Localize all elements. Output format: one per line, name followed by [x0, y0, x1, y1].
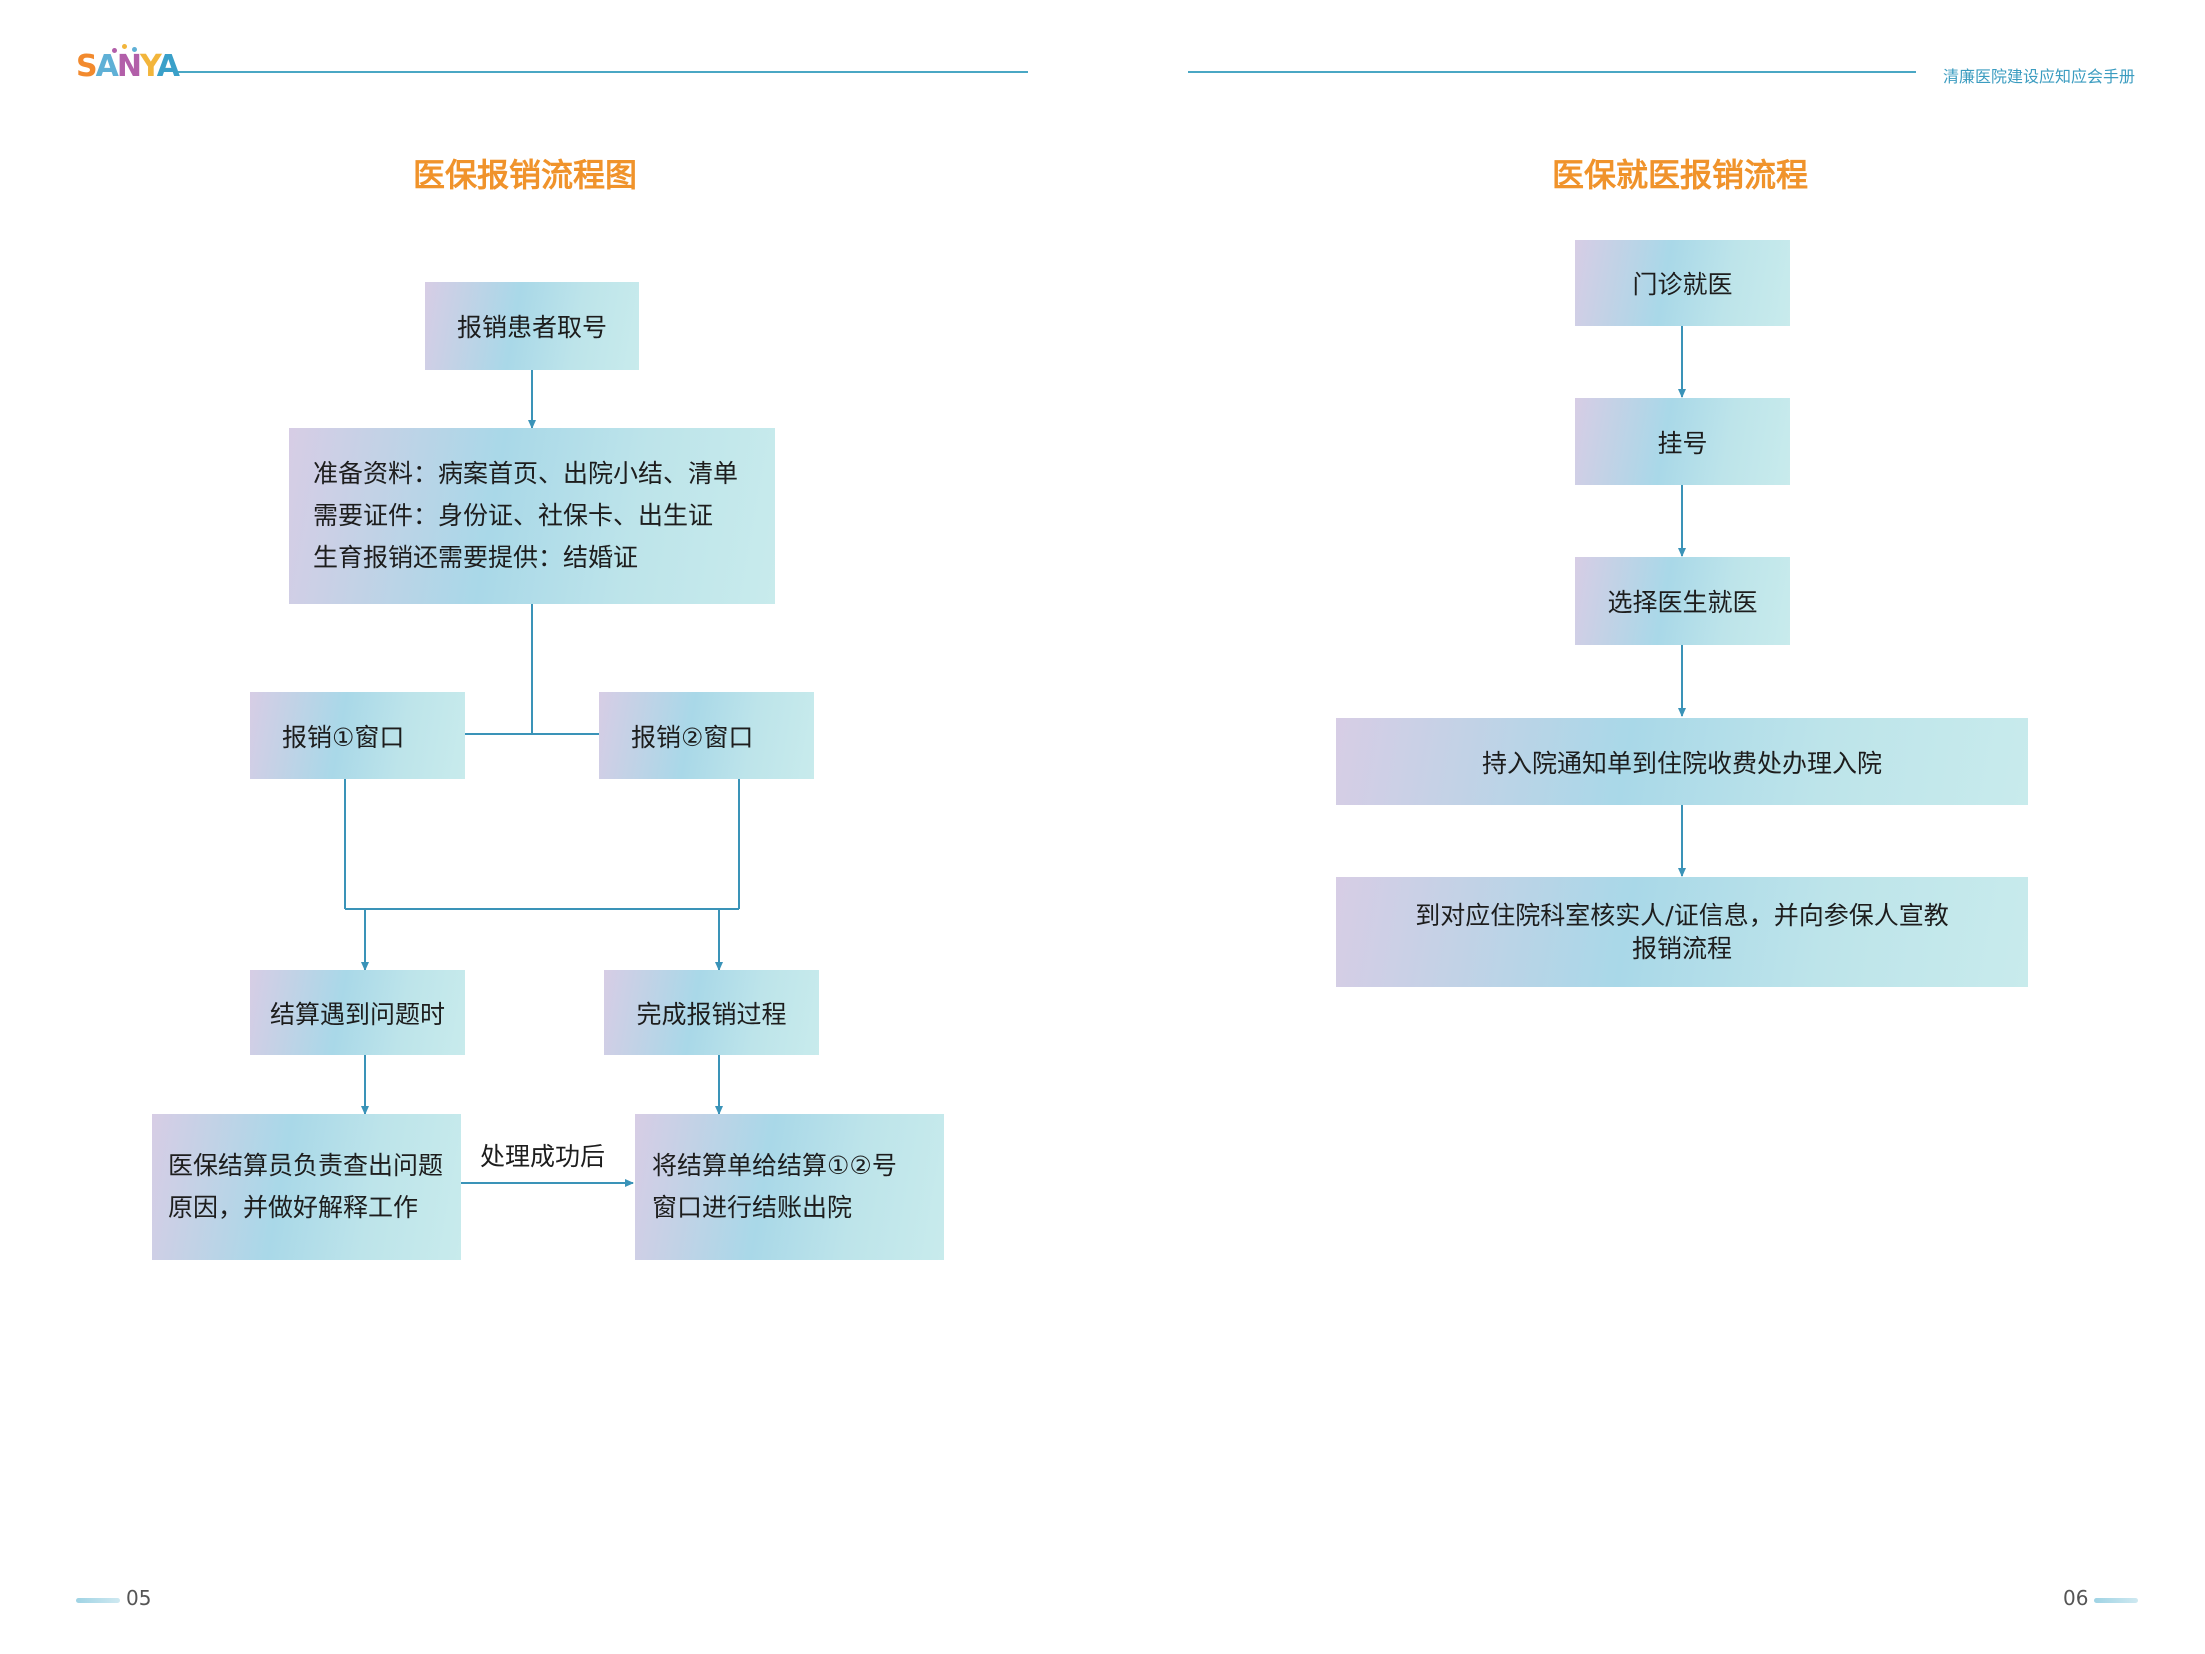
handbook-title: 清廉医院建设应知应会手册 [1942, 67, 2135, 86]
node-prepare-materials: 准备资料：病案首页、出院小结、清单 需要证件：身份证、社保卡、出生证 生育报销还… [289, 428, 775, 604]
step-register: 挂号 [1575, 398, 1790, 485]
node-clerk-explain: 医保结算员负责查出问题 原因，并做好解释工作 [152, 1114, 461, 1260]
prepare-line: 准备资料：病案首页、出院小结、清单 [313, 459, 739, 488]
page-number-left: 05 [126, 1586, 152, 1610]
prepare-line: 需要证件：身份证、社保卡、出生证 [313, 501, 714, 530]
settle-line: 窗口进行结账出院 [652, 1193, 853, 1222]
step-admission: 持入院通知单到住院收费处办理入院 [1336, 718, 2028, 805]
node-settlement-problem: 结算遇到问题时 [250, 970, 465, 1055]
right-page-title: 医保就医报销流程 [1552, 156, 1809, 194]
header-rule-right [1188, 71, 1916, 73]
logo-dot [112, 48, 117, 53]
verify-line: 报销流程 [1631, 934, 1732, 963]
header-rule-left [178, 71, 1028, 73]
node-take-number: 报销患者取号 [425, 282, 639, 370]
page-number-bar-left [76, 1598, 120, 1603]
prepare-line: 生育报销还需要提供：结婚证 [313, 543, 639, 572]
logo-dot [122, 44, 127, 49]
logo-dot [132, 47, 137, 52]
verify-line: 到对应住院科室核实人/证信息，并向参保人宣教 [1415, 901, 1949, 930]
step-choose-doctor: 选择医生就医 [1575, 557, 1790, 645]
node-window-1: 报销①窗口 [250, 692, 465, 779]
brand-logo: SANYA [76, 49, 180, 84]
page-number-bar-right [2094, 1598, 2138, 1603]
node-window-2: 报销②窗口 [599, 692, 814, 779]
settle-line: 将结算单给结算①②号 [652, 1151, 897, 1180]
clerk-line: 原因，并做好解释工作 [168, 1193, 419, 1222]
page-number-right: 06 [2063, 1586, 2089, 1610]
left-page-title: 医保报销流程图 [413, 156, 638, 194]
node-complete-reimbursement: 完成报销过程 [604, 970, 819, 1055]
step-outpatient: 门诊就医 [1575, 240, 1790, 326]
step-verify-info: 到对应住院科室核实人/证信息，并向参保人宣教 报销流程 [1336, 877, 2028, 987]
edge-label-after-success: 处理成功后 [480, 1142, 606, 1171]
clerk-line: 医保结算员负责查出问题 [168, 1151, 444, 1180]
node-settle-checkout: 将结算单给结算①②号 窗口进行结账出院 [635, 1114, 944, 1260]
